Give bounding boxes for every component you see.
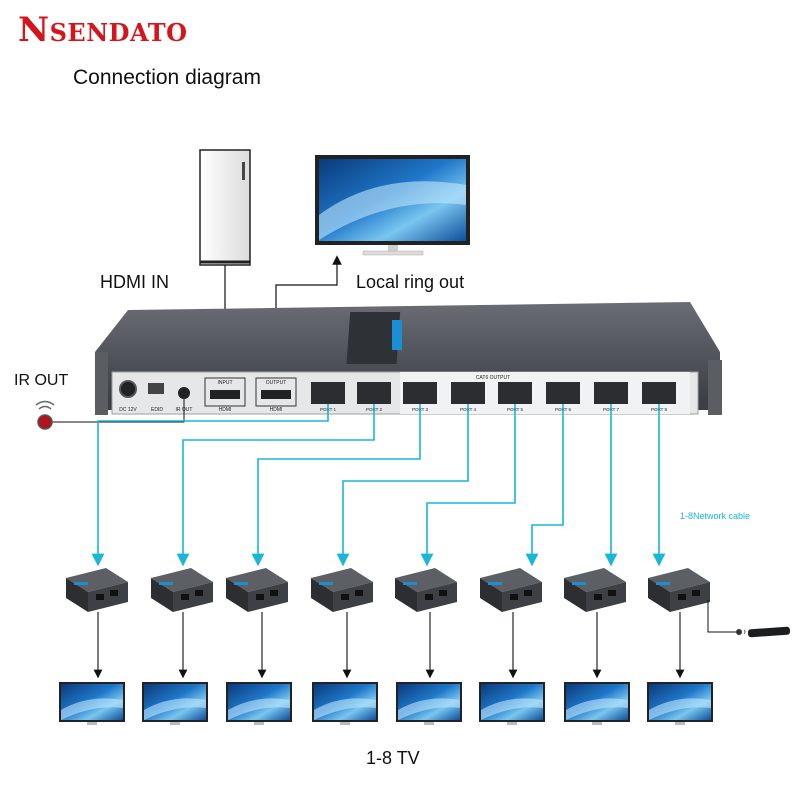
tv-icon <box>647 682 713 725</box>
dc-jack-icon <box>119 380 137 398</box>
tv-icon <box>396 682 462 725</box>
receiver-icon <box>151 568 213 612</box>
rj45-port-8 <box>642 382 676 404</box>
cat6-output-label: CAT6 OUTPUT <box>476 375 510 381</box>
input-hdmi-label: HDMI <box>219 407 232 413</box>
edid-switch-icon <box>148 383 164 394</box>
receiver-icon <box>226 568 288 612</box>
output-label: OUTPUT <box>266 380 287 386</box>
input-label: INPUT <box>218 380 233 386</box>
tv-icon <box>312 682 378 725</box>
hdmi-out-port-icon <box>261 390 291 399</box>
rj45-port-1 <box>311 382 345 404</box>
network-cable-label: 1-8Network cable <box>680 511 751 521</box>
tv-icon <box>142 682 208 725</box>
receiver-icon <box>311 568 373 612</box>
brand-logo: Nsendato <box>18 10 188 50</box>
diagram-title: Connection diagram <box>73 66 261 89</box>
output-hdmi-label: HDMI <box>270 407 283 413</box>
tv-icon <box>479 682 545 725</box>
ir-out-label: IR OUT <box>14 372 69 389</box>
rj45-port-4 <box>451 382 485 404</box>
splitter-device: DC 12V EDID IR OUT INPUT HDMI OUTPUT HDM… <box>95 302 722 415</box>
dc-label: DC 12V <box>119 407 137 413</box>
receiver-icon <box>66 568 128 612</box>
receivers <box>66 568 710 612</box>
rj45-port-2 <box>357 382 391 404</box>
pc-tower-icon <box>199 149 251 266</box>
local-monitor-icon <box>315 155 470 256</box>
ir-sensor-icon <box>736 629 742 635</box>
tv-icon <box>564 682 630 725</box>
edid-label: EDID <box>151 407 163 413</box>
receiver-icon <box>395 568 457 612</box>
rj45-port-7 <box>594 382 628 404</box>
local-ring-out-label: Local ring out <box>356 272 465 292</box>
tv-caption: 1-8 TV <box>366 748 420 768</box>
remote-control-icon <box>743 626 791 638</box>
hdmi-in-port-icon <box>210 390 240 399</box>
network-cables <box>91 404 666 567</box>
rj45-port-5 <box>498 382 532 404</box>
rj45-port-3 <box>403 382 437 404</box>
hdmi-in-label: HDMI IN <box>100 272 169 292</box>
ir-out-cable <box>48 399 185 423</box>
receiver-icon <box>564 568 626 612</box>
tv-arrows <box>93 612 685 679</box>
tv-row <box>59 682 713 725</box>
rj45-ports <box>311 382 676 404</box>
ir-extender-cable <box>707 600 736 633</box>
receiver-icon <box>480 568 542 612</box>
ir-receiver-icon <box>35 400 55 430</box>
tv-icon <box>59 682 125 725</box>
tv-icon <box>226 682 292 725</box>
ir-jack-icon <box>178 387 190 399</box>
rj45-port-6 <box>546 382 580 404</box>
receiver-icon <box>648 568 710 612</box>
